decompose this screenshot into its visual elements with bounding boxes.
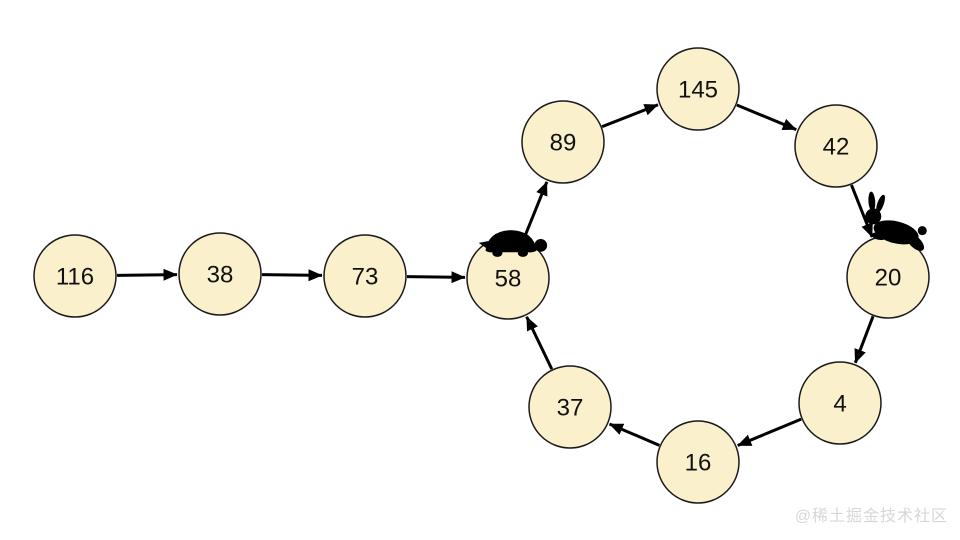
list-node-42: 42 [794, 104, 878, 188]
list-node-38: 38 [178, 232, 262, 316]
node-circle [794, 104, 878, 188]
edge-89-to-145 [601, 103, 659, 129]
node-circle [528, 365, 612, 449]
node-label: 58 [495, 266, 522, 293]
hare-icon [865, 191, 927, 251]
node-label: 116 [56, 264, 94, 291]
node-label: 38 [207, 262, 234, 289]
watermark: @稀土掘金技术社区 [794, 508, 948, 525]
list-node-16: 16 [656, 420, 740, 504]
list-node-73: 73 [323, 234, 407, 318]
edge-20-to-4 [853, 315, 875, 364]
edge-116-to-38 [116, 268, 178, 281]
node-circle [178, 232, 262, 316]
list-node-116: 116 [33, 234, 117, 318]
list-node-145: 145 [656, 47, 740, 131]
node-label: 4 [833, 391, 846, 418]
edge-4-to-16 [737, 417, 802, 447]
edge-73-to-58 [406, 271, 466, 284]
node-circle [521, 100, 605, 184]
node-label: 145 [678, 77, 718, 104]
tortoise-icon [478, 230, 548, 257]
edge-38-to-73 [261, 269, 323, 282]
edge-58-to-89 [522, 181, 549, 240]
edge-37-to-58 [525, 316, 554, 370]
node-label: 73 [352, 264, 379, 291]
node-label: 42 [823, 134, 850, 161]
edge-16-to-37 [608, 422, 661, 447]
node-circle [33, 234, 117, 318]
list-node-37: 37 [528, 365, 612, 449]
node-label: 20 [875, 265, 902, 292]
list-node-89: 89 [521, 100, 605, 184]
list-node-20: 20 [846, 235, 930, 319]
node-label: 16 [685, 450, 712, 477]
node-circle [656, 420, 740, 504]
edge-145-to-42 [736, 103, 797, 131]
edge-42-to-20 [850, 184, 874, 238]
node-label: 89 [550, 130, 577, 157]
node-circle [656, 47, 740, 131]
node-circle [323, 234, 407, 318]
list-node-4: 4 [798, 361, 882, 445]
node-label: 37 [557, 395, 584, 422]
node-circle [798, 361, 882, 445]
